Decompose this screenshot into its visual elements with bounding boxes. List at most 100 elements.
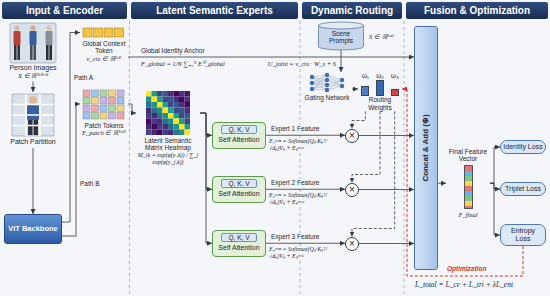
context-token — [104, 28, 113, 37]
flow-arrow — [352, 89, 358, 90]
heatmap-cell — [168, 97, 174, 103]
heatmap-cell — [174, 119, 180, 125]
node-text: ω₃ — [387, 72, 402, 79]
node-text: Patch Partition — [4, 138, 62, 146]
heatmap-cell — [157, 108, 163, 114]
node-text: Fusion & Optimization — [424, 5, 530, 17]
node-text: Routing Weights — [358, 96, 402, 111]
node-text: Triplet Loss — [503, 185, 543, 193]
node-text: Latent Semantic Experts — [156, 5, 273, 17]
heatmap-cell — [185, 124, 191, 130]
edge-label: Expert 2 Feature — [271, 179, 319, 186]
node-text: Scene Prompts — [320, 30, 362, 45]
node-text: Gating Network — [302, 94, 352, 101]
heatmap-cell — [146, 108, 152, 114]
heatmap-cell — [146, 97, 152, 103]
node-text: Q, K, V — [221, 233, 257, 242]
flow-arrow — [33, 148, 34, 214]
patch-token — [109, 90, 116, 97]
bar-cell — [387, 79, 402, 96]
patch-token — [92, 113, 99, 120]
heatmap-cell — [146, 119, 152, 125]
heatmap-cell — [157, 97, 163, 103]
column-header: Input & Encoder — [2, 2, 127, 19]
node-text: × — [345, 183, 359, 196]
concat-box: Concat & Add (⊕) — [414, 26, 438, 270]
backbone-box: ViT Backbone — [4, 214, 62, 244]
edge-label-box: Expert 1 Feature — [270, 125, 320, 132]
bar-cell — [358, 79, 373, 96]
heatmap-cell — [163, 91, 169, 97]
node-text: Global Context Token — [80, 40, 128, 55]
weight-bar — [361, 86, 369, 96]
heatmap-cell — [168, 124, 174, 130]
heatmap-cell — [163, 119, 169, 125]
edge-label-box: Global Identity Anchor — [140, 47, 206, 54]
edge-label: Expert 1 Feature — [271, 125, 319, 132]
heatmap-cell — [157, 91, 163, 97]
attention-box: Q, K, VSelf Attention — [212, 176, 266, 203]
patch-token — [117, 105, 124, 112]
weight-bars — [358, 79, 402, 96]
heatmap-cell — [185, 119, 191, 125]
formula-text: S ∈ ℝ¹ˣᵈˢ — [369, 33, 394, 40]
heatmap-cell — [152, 97, 158, 103]
patch-token — [92, 90, 99, 97]
node-text: Input & Encoder — [26, 5, 103, 17]
node-text: Q, K, V — [221, 125, 257, 134]
multiply-node: × — [345, 129, 359, 143]
heatmap-cell — [157, 113, 163, 119]
flow-arrow — [128, 57, 414, 58]
formula-box: L_total = L_ce + L_tri + λL_ent — [414, 281, 514, 289]
flow-arrow — [438, 183, 446, 184]
flow-arrow — [62, 104, 80, 236]
heatmap-cell — [168, 113, 174, 119]
heatmap-cell — [174, 130, 180, 136]
node-text: × — [345, 129, 359, 142]
patch-token — [109, 98, 116, 105]
loss-box: Identity Loss — [500, 140, 546, 154]
formula-box: U_joint = v_ctx · W_s + S — [267, 60, 337, 67]
heatmap-cell — [185, 97, 191, 103]
flow-arrow — [266, 243, 345, 244]
node-text: Self Attention — [215, 136, 263, 144]
formula-box: S ∈ ℝ¹ˣᵈˢ — [368, 33, 395, 40]
heatmap-cell — [146, 113, 152, 119]
patch-token — [83, 98, 90, 105]
routing-arrow — [352, 111, 395, 236]
cylinder-top — [319, 22, 364, 29]
patch-token — [109, 105, 116, 112]
heatmap-cell — [146, 102, 152, 108]
heatmap-cell — [179, 119, 185, 125]
prompt-cylinder: Scene Prompts — [318, 22, 364, 50]
flow-arrow — [359, 189, 414, 190]
patch-token — [92, 105, 99, 112]
heatmap-cell — [163, 97, 169, 103]
heatmap-cell — [157, 130, 163, 136]
heatmap-cell — [146, 91, 152, 97]
flow-arrow — [266, 135, 345, 136]
formula-box: E₃ᵃᵗᵗⁿ = Softmax(Qₖ·Kₖᵀ/√dₖ)Vₖ + Eₖʳᵃʷ — [268, 246, 344, 259]
node-text: Self Attention — [215, 244, 263, 252]
node-text: ω₁ — [358, 72, 373, 79]
heatmap-panel: Latent Semantic Matrix HeatmapM_ik = exp… — [136, 90, 200, 168]
patch-token — [100, 98, 107, 105]
formula-text: U_joint = v_ctx · W_s + S — [268, 60, 336, 67]
node-text: Patch Tokens — [80, 122, 128, 129]
heatmap-cell — [152, 124, 158, 130]
flow-arrow — [341, 50, 342, 72]
node-text: M_ik = exp(φ(yᵢ,k)) / ∑_j exp(φ(y_j,k)) — [136, 152, 200, 166]
heatmap-cell — [179, 102, 185, 108]
edge-label-box: Path A — [73, 74, 94, 81]
patch-token — [83, 90, 90, 97]
flow-arrow — [128, 104, 136, 113]
edge-label-box: Path B — [79, 180, 101, 187]
edge-label: Path B — [80, 180, 100, 187]
weight-row: ω₁ω₂ω₃ — [358, 72, 402, 79]
node-text: ViT Backbone — [8, 225, 57, 234]
gating-network-icon — [310, 73, 344, 92]
edge-label: Global Identity Anchor — [141, 47, 205, 54]
flow-arrow — [490, 147, 500, 183]
heatmap-cell — [168, 91, 174, 97]
patch-token — [92, 98, 99, 105]
